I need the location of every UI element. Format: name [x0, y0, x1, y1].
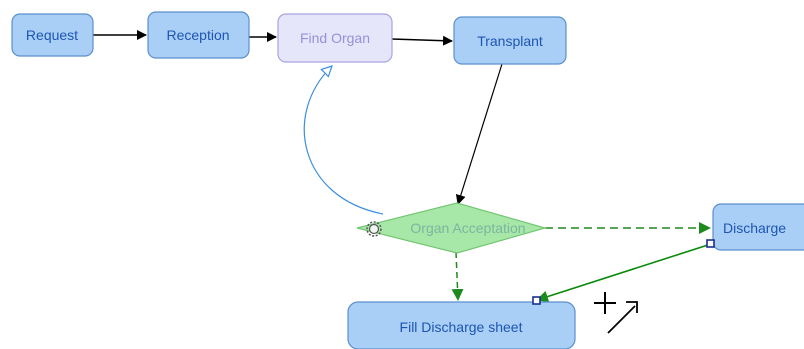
- node-fill-discharge-sheet-label: Fill Discharge sheet: [400, 319, 523, 335]
- crosshair-connect-cursor-icon: [594, 292, 638, 334]
- node-organ-acceptation[interactable]: Organ Acceptation: [356, 202, 548, 254]
- node-discharge-label: Discharge: [723, 220, 786, 236]
- edge-discharge-fill-discharge-selected[interactable]: [536, 243, 712, 303]
- node-reception-label: Reception: [166, 27, 229, 43]
- node-organ-acceptation-label: Organ Acceptation: [410, 220, 525, 236]
- node-request[interactable]: Request: [11, 13, 94, 57]
- edge-organ-acceptation-find-organ-loop[interactable]: [303, 66, 384, 215]
- gear-icon: [366, 221, 382, 237]
- node-reception[interactable]: Reception: [147, 11, 250, 59]
- edges: [93, 30, 712, 303]
- node-find-organ-label: Find Organ: [300, 30, 370, 46]
- edge-organ-acceptation-fill-discharge[interactable]: [451, 251, 464, 301]
- connection-handle-target[interactable]: [532, 296, 541, 305]
- node-transplant-label: Transplant: [477, 33, 543, 49]
- node-transplant[interactable]: Transplant: [453, 16, 567, 65]
- edge-transplant-organ-acceptation[interactable]: [455, 63, 503, 205]
- node-request-label: Request: [26, 27, 78, 43]
- edge-find-organ-transplant[interactable]: [391, 35, 453, 46]
- node-find-organ[interactable]: Find Organ: [277, 13, 393, 63]
- connection-handle-source[interactable]: [706, 239, 715, 248]
- node-fill-discharge-sheet[interactable]: Fill Discharge sheet: [347, 301, 576, 349]
- node-discharge[interactable]: Discharge: [712, 203, 804, 251]
